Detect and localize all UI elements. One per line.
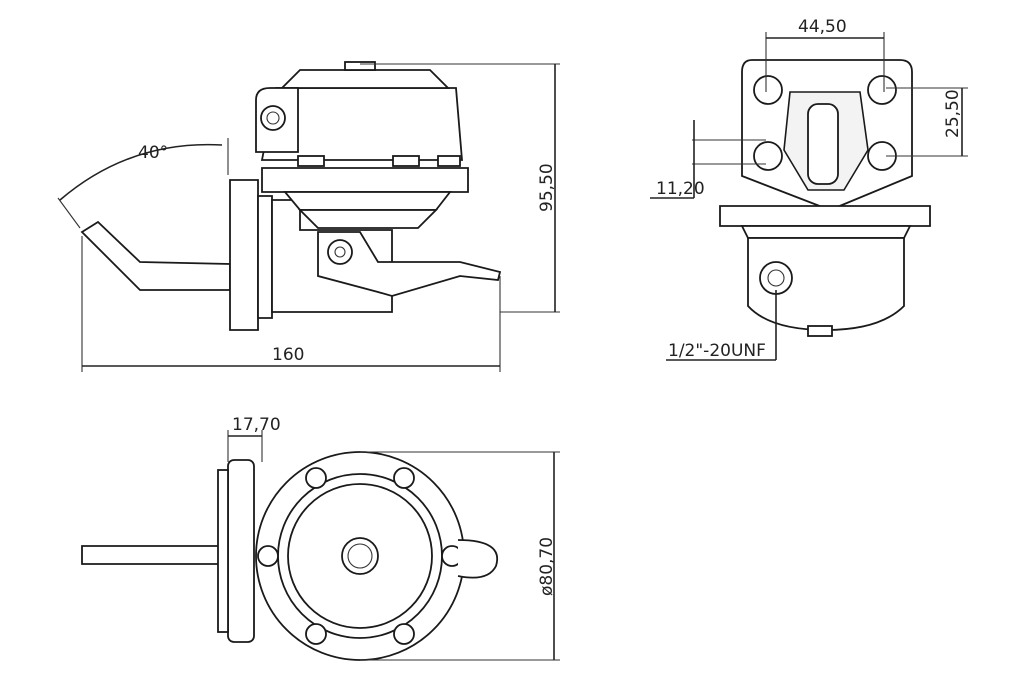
side-lever	[80, 220, 231, 291]
dim-thread: 1/2"-20UNF	[668, 341, 766, 361]
side-view: 40° 95,50 160	[57, 61, 560, 372]
dim-hole-spacing: 25,50	[943, 89, 963, 138]
dim-length: 160	[272, 345, 304, 365]
dim-diameter: ø80,70	[537, 537, 557, 596]
dim-lever-angle: 40°	[138, 143, 168, 163]
side-flange	[229, 179, 259, 331]
top-view: 17,70 ø80,70	[81, 415, 560, 661]
angle-arc	[59, 143, 223, 201]
dim-offset: 11,20	[656, 179, 705, 199]
top-flange	[227, 459, 255, 643]
front-view: 44,50 25,50 11,20 1/2"-20UNF	[650, 17, 968, 361]
dim-flange-thickness: 17,70	[232, 415, 281, 435]
side-top-housing	[261, 167, 469, 193]
side-priming-lever	[317, 231, 502, 297]
dim-height: 95,50	[537, 163, 557, 212]
dim-flange-spacing: 44,50	[798, 17, 847, 37]
top-lever	[81, 545, 229, 565]
